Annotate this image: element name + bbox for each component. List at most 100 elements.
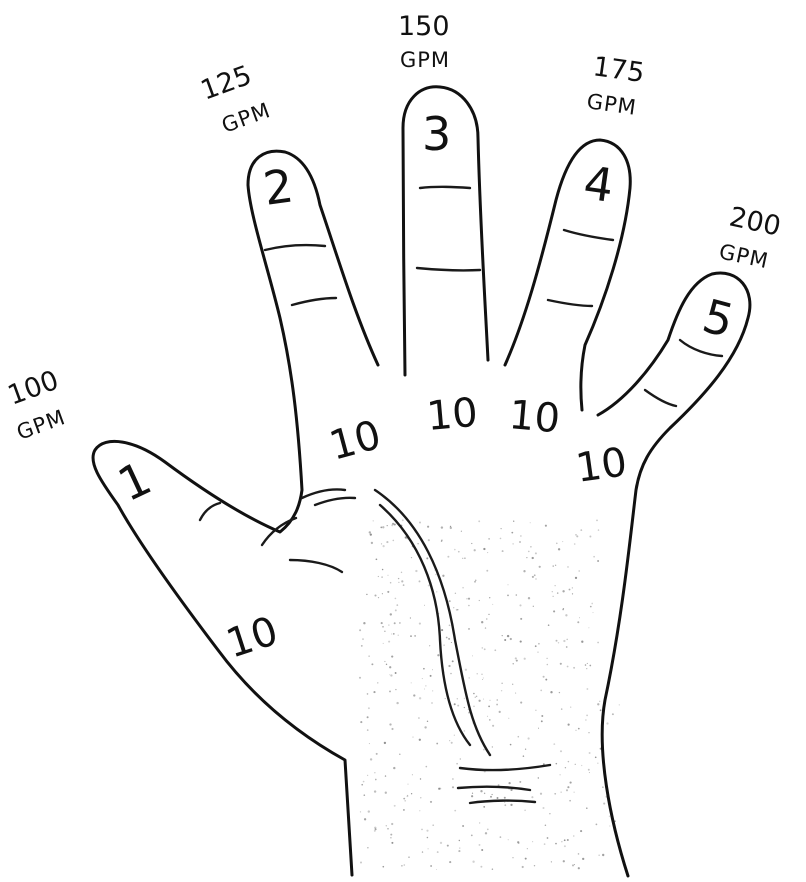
thumb-crease	[200, 503, 220, 520]
stipple-dot	[556, 543, 558, 545]
stipple-dot	[549, 813, 550, 814]
stipple-dot	[454, 810, 456, 812]
stipple-dot	[513, 663, 514, 664]
stipple-dot	[402, 519, 404, 521]
stipple-dot	[513, 521, 514, 522]
stipple-dot	[575, 764, 576, 765]
stipple-dot	[419, 623, 421, 625]
stipple-dot	[585, 719, 586, 720]
stipple-dot	[371, 663, 373, 665]
stipple-dot	[510, 744, 512, 746]
stipple-dot	[462, 825, 464, 827]
stipple-dot	[383, 643, 384, 644]
stipple-dot	[586, 715, 588, 717]
stipple-dot	[389, 666, 391, 668]
stipple-dot	[504, 804, 506, 806]
stipple-dot	[547, 837, 549, 839]
stipple-dot	[454, 703, 456, 705]
stipple-dot	[589, 536, 591, 538]
stipple-dot	[523, 570, 525, 572]
stipple-dot	[368, 707, 370, 709]
stipple-dot	[586, 668, 587, 669]
stipple-dot	[596, 519, 598, 521]
stipple-dot	[507, 635, 509, 637]
stipple-dot	[382, 593, 383, 594]
stipple-dot	[507, 584, 508, 585]
stipple-dot	[389, 674, 390, 675]
stipple-dot	[557, 592, 558, 593]
stipple-dot	[364, 794, 366, 796]
finger-2-crease-lower	[292, 298, 336, 305]
stipple-dot	[452, 786, 454, 788]
stipple-dot	[481, 621, 483, 623]
stipple-dot	[494, 649, 496, 651]
finger-3-flow: 150	[398, 11, 450, 42]
stipple-dot	[472, 793, 473, 794]
stipple-dot	[487, 829, 489, 831]
stipple-dot	[567, 566, 568, 567]
stipple-dot	[590, 606, 592, 608]
stipple-dot	[396, 702, 398, 704]
stipple-dot	[599, 855, 600, 856]
stipple-dot	[555, 585, 556, 586]
stipple-dot	[541, 715, 543, 717]
stipple-dot	[366, 594, 367, 595]
stipple-dot	[552, 591, 553, 592]
stipple-dot	[515, 693, 516, 694]
stipple-dot	[597, 642, 599, 644]
stipple-dot	[398, 582, 399, 583]
stipple-dot	[499, 711, 501, 713]
stipple-dot	[384, 661, 385, 662]
stipple-dot	[589, 665, 591, 667]
stipple-dot	[588, 769, 590, 771]
stipple-dot	[566, 789, 568, 791]
stipple-dot	[478, 700, 480, 702]
stipple-dot	[573, 835, 574, 836]
stipple-dot	[589, 772, 590, 773]
stipple-dot	[573, 667, 575, 669]
stipple-dot	[602, 854, 604, 856]
stipple-dot	[578, 853, 580, 855]
stipple-dot	[572, 864, 574, 866]
stipple-dot	[381, 622, 383, 624]
stipple-dot	[376, 558, 378, 560]
stipple-dot	[597, 763, 598, 764]
stipple-dot	[484, 793, 485, 794]
stipple-dot	[449, 740, 450, 741]
stipple-dot	[492, 746, 493, 747]
stipple-dot	[449, 624, 451, 626]
stipple-dot	[424, 605, 425, 606]
stipple-dot	[360, 721, 362, 723]
stipple-dot	[586, 688, 588, 690]
stipple-dot	[385, 775, 386, 776]
stipple-dot	[387, 828, 389, 830]
stipple-dot	[488, 538, 490, 540]
stipple-dot	[508, 718, 509, 719]
stipple-dot	[582, 858, 584, 860]
stipple-dot	[401, 580, 403, 582]
stipple-dot	[382, 526, 384, 528]
stipple-dot	[530, 522, 531, 523]
stipple-dot	[367, 847, 368, 848]
finger-1-unit: GPM	[14, 405, 69, 445]
stipple-dot	[501, 683, 502, 684]
stipple-dot	[479, 844, 481, 846]
stipple-dot	[374, 790, 376, 792]
finger-1-section: 10	[221, 608, 284, 667]
stipple-dot	[524, 809, 526, 811]
stipple-dot	[551, 861, 552, 862]
stipple-dot	[560, 663, 562, 665]
stipple-dot	[430, 865, 432, 867]
stipple-dot	[592, 612, 593, 613]
stipple-dot	[361, 784, 363, 786]
stipple-dot	[581, 641, 583, 643]
stipple-dot	[367, 716, 369, 718]
stipple-dot	[428, 539, 430, 541]
stipple-dot	[478, 520, 480, 522]
stipple-dot	[541, 720, 543, 722]
stipple-dot	[391, 823, 393, 825]
stipple-dot	[479, 600, 480, 601]
stipple-dot	[512, 684, 513, 685]
stipple-dot	[489, 700, 490, 701]
stipple-dot	[457, 698, 458, 699]
